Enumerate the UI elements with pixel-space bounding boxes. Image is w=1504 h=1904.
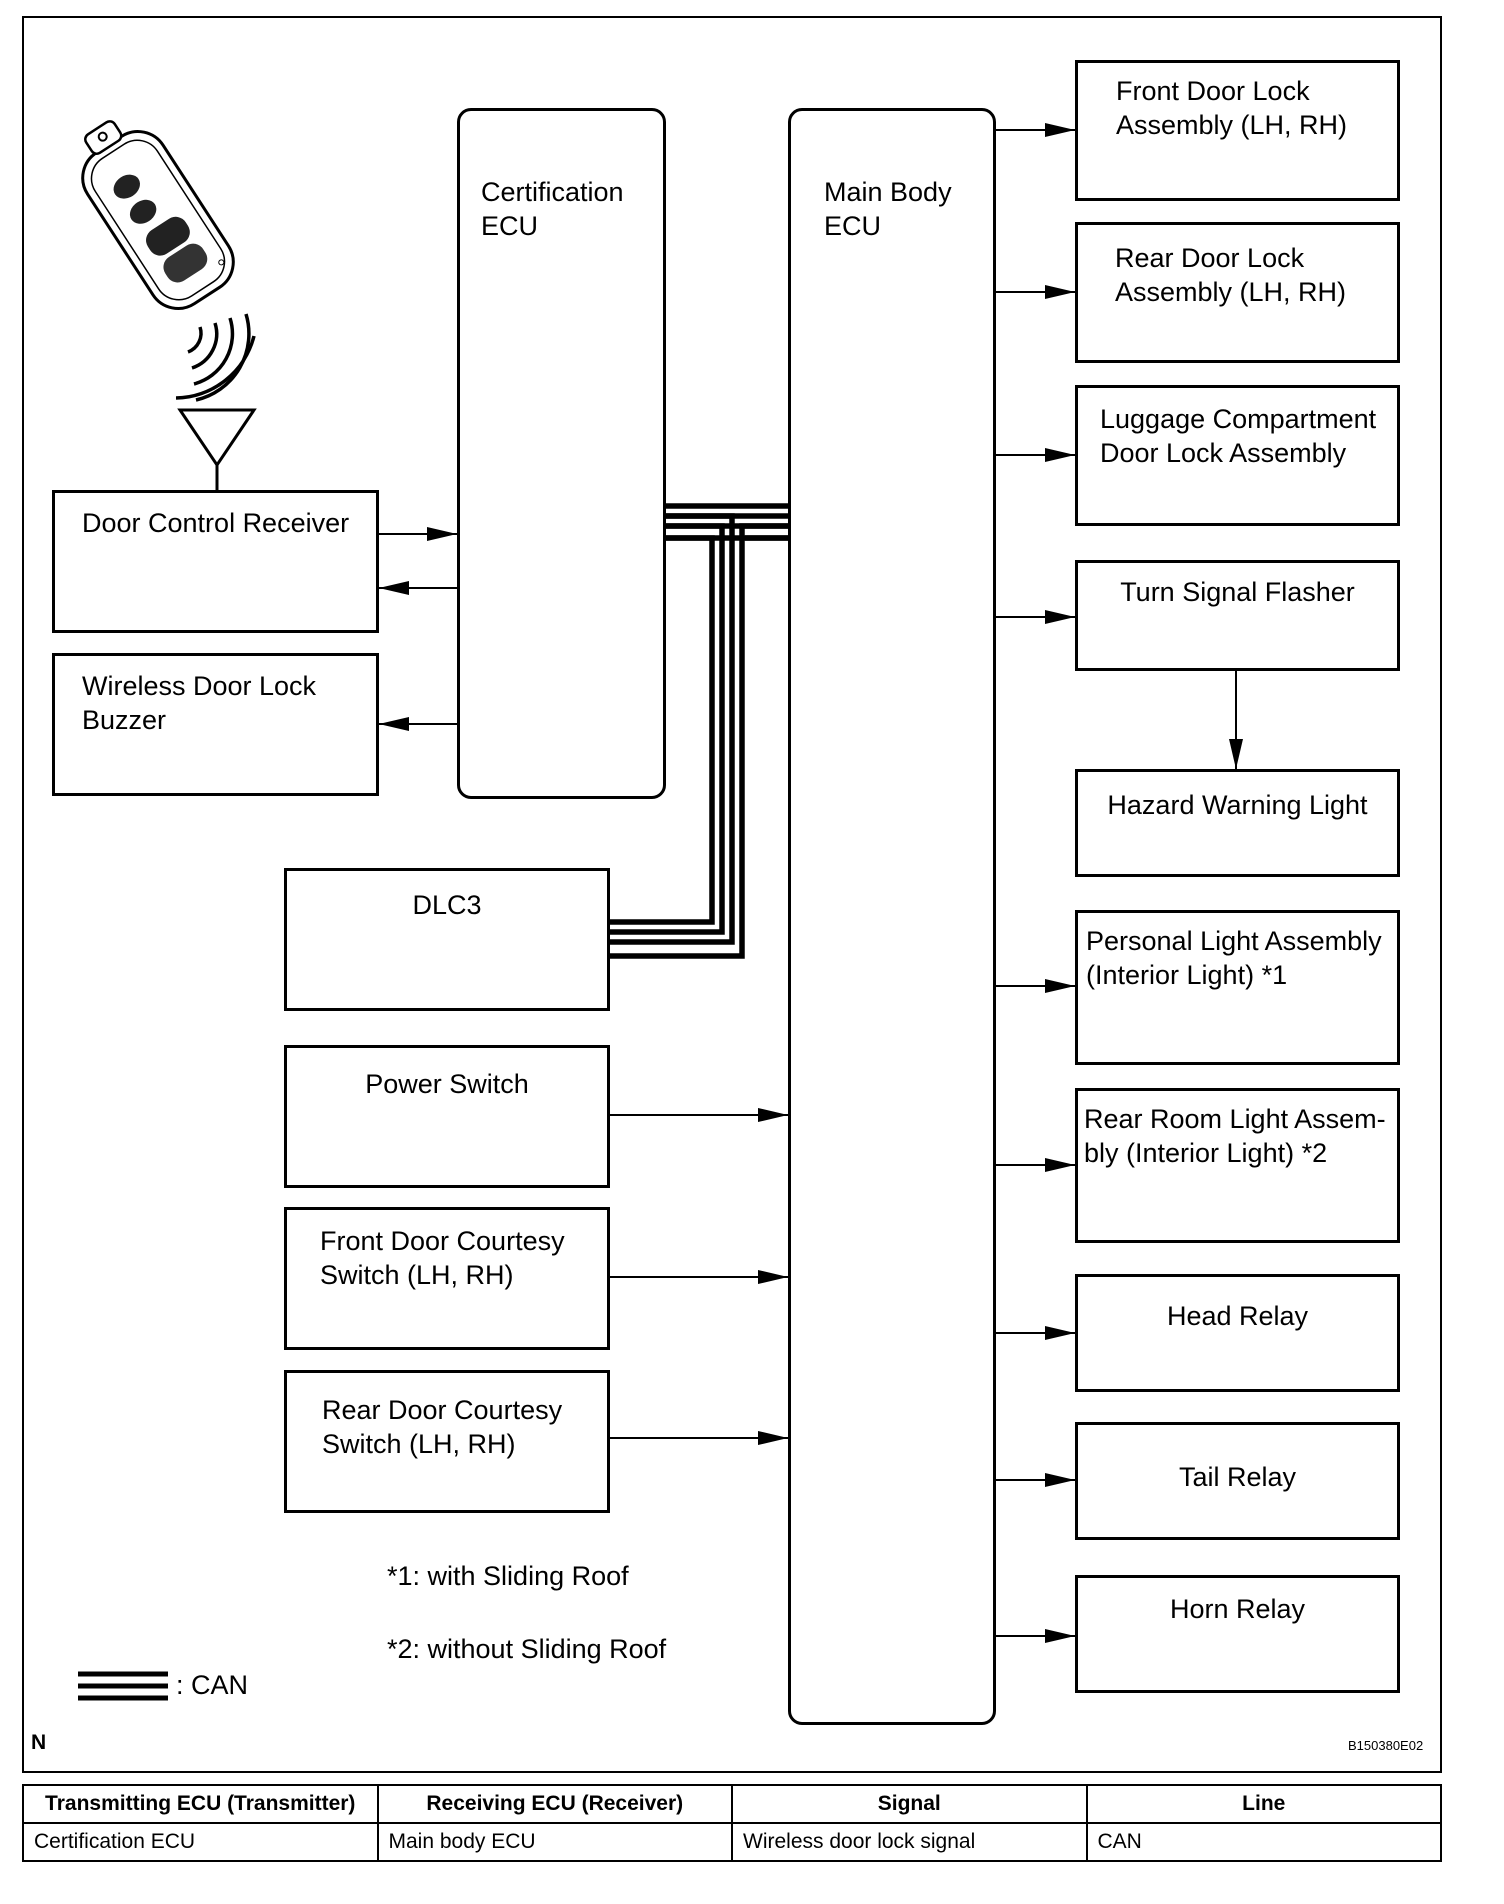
header-line: Line xyxy=(1085,1784,1442,1824)
can-legend-icon xyxy=(78,1671,168,1701)
header-signal: Signal xyxy=(731,1784,1088,1824)
dlc3-label: DLC3 xyxy=(412,890,482,920)
main-body-ecu-box: Main Body ECU xyxy=(788,108,996,1725)
north-mark: N xyxy=(31,1731,47,1754)
key-fob-icon xyxy=(81,120,235,310)
header-receiver: Receiving ECU (Receiver) xyxy=(376,1784,733,1824)
main-body-ecu-label: Main Body ECU xyxy=(824,177,952,241)
personal-light-label: Personal Light Assembly (Interior Light)… xyxy=(1086,926,1382,990)
certification-ecu-label: Certification ECU xyxy=(481,177,624,241)
wireless-buzzer-box: Wireless Door Lock Buzzer xyxy=(52,653,379,796)
power-switch-label: Power Switch xyxy=(365,1069,529,1099)
power-switch-box: Power Switch xyxy=(284,1045,610,1188)
rear-door-lock-label: Rear Door Lock Assembly (LH, RH) xyxy=(1115,243,1347,307)
luggage-lock-label: Luggage Compartment Door Lock Assembly xyxy=(1100,404,1377,468)
door-control-receiver-box: Door Control Receiver xyxy=(52,490,379,633)
horn-relay-box: Horn Relay xyxy=(1075,1575,1400,1693)
table-header-row: Transmitting ECU (Transmitter) Receiving… xyxy=(22,1784,1442,1824)
rear-courtesy-box: Rear Door Courtesy Switch (LH, RH) xyxy=(284,1370,610,1513)
tail-relay-box: Tail Relay xyxy=(1075,1422,1400,1540)
front-courtesy-box: Front Door Courtesy Switch (LH, RH) xyxy=(284,1207,610,1350)
rear-courtesy-label: Rear Door Courtesy Switch (LH, RH) xyxy=(322,1395,563,1459)
cell-transmitter: Certification ECU xyxy=(22,1822,379,1862)
head-relay-label: Head Relay xyxy=(1166,1301,1309,1331)
cell-receiver: Main body ECU xyxy=(376,1822,733,1862)
luggage-lock-box: Luggage Compartment Door Lock Assembly xyxy=(1075,385,1400,526)
turn-signal-flasher-box: Turn Signal Flasher xyxy=(1075,560,1400,671)
hazard-warning-light-box: Hazard Warning Light xyxy=(1075,769,1400,877)
cell-line: CAN xyxy=(1085,1822,1442,1862)
personal-light-box: Personal Light Assembly (Interior Light)… xyxy=(1075,910,1400,1065)
door-control-receiver-label: Door Control Receiver xyxy=(82,508,350,538)
diagram-frame xyxy=(22,16,1442,1773)
can-legend-label: : CAN xyxy=(176,1670,249,1700)
footnote-1: *1: with Sliding Roof xyxy=(387,1561,629,1591)
can-bus-lines xyxy=(610,503,788,959)
horn-relay-label: Horn Relay xyxy=(1169,1594,1306,1624)
cell-signal: Wireless door lock signal xyxy=(731,1822,1088,1862)
rear-room-light-box: Rear Room Light Assem- bly (Interior Lig… xyxy=(1075,1088,1400,1243)
tail-relay-label: Tail Relay xyxy=(1178,1462,1297,1492)
turn-signal-flasher-label: Turn Signal Flasher xyxy=(1120,577,1355,607)
front-courtesy-label: Front Door Courtesy Switch (LH, RH) xyxy=(320,1226,565,1290)
rear-door-lock-box: Rear Door Lock Assembly (LH, RH) xyxy=(1075,222,1400,363)
radio-waves-icon xyxy=(175,313,256,402)
signal-table: Transmitting ECU (Transmitter) Receiving… xyxy=(22,1784,1442,1862)
footnote-2: *2: without Sliding Roof xyxy=(387,1634,667,1664)
figure-id: B150380E02 xyxy=(1348,1738,1424,1753)
certification-ecu-box: Certification ECU xyxy=(457,108,666,799)
front-door-lock-box: Front Door Lock Assembly (LH, RH) xyxy=(1075,60,1400,201)
head-relay-box: Head Relay xyxy=(1075,1274,1400,1392)
antenna-icon xyxy=(177,408,257,490)
table-row: Certification ECU Main body ECU Wireless… xyxy=(22,1822,1442,1862)
front-door-lock-label: Front Door Lock Assembly (LH, RH) xyxy=(1116,76,1348,140)
dlc3-box: DLC3 xyxy=(284,868,610,1011)
header-transmitter: Transmitting ECU (Transmitter) xyxy=(22,1784,379,1824)
rear-room-light-label: Rear Room Light Assem- bly (Interior Lig… xyxy=(1084,1104,1386,1168)
wireless-buzzer-label: Wireless Door Lock Buzzer xyxy=(82,671,317,735)
hazard-warning-light-label: Hazard Warning Light xyxy=(1107,790,1368,820)
